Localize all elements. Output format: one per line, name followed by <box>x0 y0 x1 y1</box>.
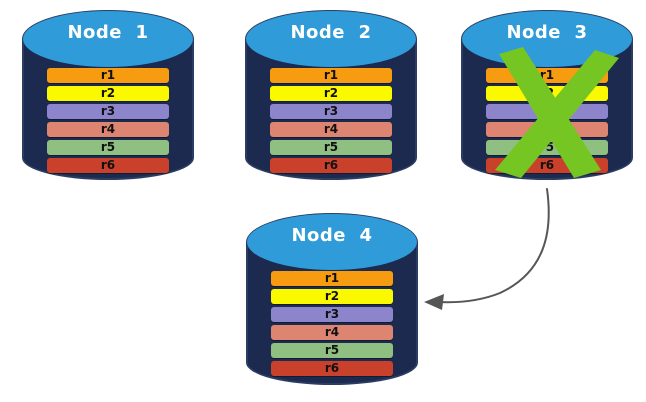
replica-bar[interactable]: r5 <box>269 140 393 155</box>
node-2-label: Node 2 <box>290 22 372 43</box>
replica-bar[interactable]: r2 <box>270 289 394 304</box>
replica-bar[interactable]: r1 <box>269 68 393 83</box>
replica-bar[interactable]: r2 <box>485 86 609 101</box>
replica-bar[interactable]: r6 <box>269 158 393 173</box>
replica-bar[interactable]: r5 <box>46 140 170 155</box>
replica-bar[interactable]: r2 <box>269 86 393 101</box>
replica-bar[interactable]: r1 <box>46 68 170 83</box>
replica-bar[interactable]: r1 <box>270 271 394 286</box>
replica-bar[interactable]: r3 <box>270 307 394 322</box>
node-4-replica-list: r1 r2 r3 r4 r5 r6 <box>270 271 394 376</box>
replica-bar[interactable]: r6 <box>270 361 394 376</box>
replica-bar[interactable]: r2 <box>46 86 170 101</box>
replica-bar[interactable]: r4 <box>485 122 609 137</box>
replica-bar[interactable]: r3 <box>46 104 170 119</box>
replica-bar[interactable]: r5 <box>270 343 394 358</box>
replica-bar[interactable]: r4 <box>269 122 393 137</box>
node-3-replica-list: r1 r2 r3 r4 r5 r6 <box>485 68 609 173</box>
replica-bar[interactable]: r6 <box>485 158 609 173</box>
node-4-label: Node 4 <box>291 225 373 246</box>
replica-bar[interactable]: r4 <box>270 325 394 340</box>
node-3[interactable]: Node 3 r1 r2 r3 r4 r5 r6 <box>461 10 633 180</box>
replica-bar[interactable]: r4 <box>46 122 170 137</box>
replica-bar[interactable]: r3 <box>269 104 393 119</box>
node-2-cylinder-top <box>246 11 416 67</box>
node-3-label: Node 3 <box>506 22 588 43</box>
node-4[interactable]: Node 4 r1 r2 r3 r4 r5 r6 <box>246 213 418 385</box>
node-4-cylinder-top <box>247 214 417 270</box>
node-2-replica-list: r1 r2 r3 r4 r5 r6 <box>269 68 393 173</box>
replica-bar[interactable]: r1 <box>485 68 609 83</box>
node-1-cylinder-top <box>23 11 193 67</box>
replica-bar[interactable]: r5 <box>485 140 609 155</box>
replica-bar[interactable]: r6 <box>46 158 170 173</box>
node-1-replica-list: r1 r2 r3 r4 r5 r6 <box>46 68 170 173</box>
node-1[interactable]: Node 1 r1 r2 r3 r4 r5 r6 <box>22 10 194 180</box>
replica-bar[interactable]: r3 <box>485 104 609 119</box>
node-2[interactable]: Node 2 r1 r2 r3 r4 r5 r6 <box>245 10 417 180</box>
node-1-label: Node 1 <box>67 22 149 43</box>
